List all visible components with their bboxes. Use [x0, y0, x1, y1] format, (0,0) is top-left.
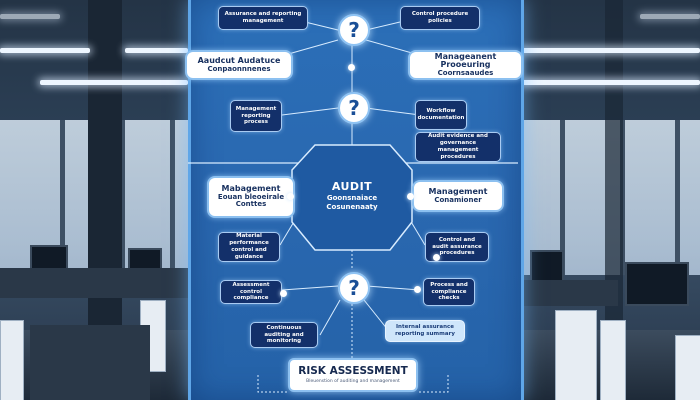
risk-assessment-title: RISK ASSESSMENT: [298, 365, 408, 377]
cabinet: [600, 320, 626, 400]
pill-line: Eouan bleoeirale: [217, 192, 285, 201]
question-node-bottom[interactable]: ?: [338, 272, 370, 304]
card-workflow-docs: Workflow documentation: [415, 100, 467, 130]
window-mullion: [170, 120, 175, 275]
card-audit-evidence: Audit evidence and governance management…: [415, 132, 501, 162]
ceiling-light: [0, 14, 60, 19]
card-assessment-control: Assessment control compliance: [220, 280, 282, 304]
connector-dot: [348, 64, 355, 71]
question-mark-icon: ?: [348, 18, 360, 42]
cabinet: [0, 320, 24, 400]
connector-dot: [280, 290, 287, 297]
card-performance-control: Material performance control and guidanc…: [218, 232, 280, 262]
window-mullion: [60, 120, 65, 275]
audit-hub[interactable]: AUDIT Goonsnaiace Cosunenaaty: [307, 180, 397, 211]
card-assurance: Assurance and reporting management: [218, 6, 308, 30]
question-mark-icon: ?: [348, 96, 360, 120]
risk-assessment-subtitle: Bleuenstion of auditing and management: [306, 379, 400, 384]
ceiling-light: [125, 48, 188, 53]
window-mullion: [560, 120, 565, 275]
question-node-top[interactable]: ?: [338, 14, 370, 46]
cabinet: [555, 310, 597, 400]
card-management-reporting: Management reporting process: [230, 100, 282, 132]
card-internal-summary: Internal assurance reporting summary: [385, 320, 465, 342]
pill-line: Manageanent Prooeuring: [434, 51, 497, 70]
ceiling-light: [520, 80, 700, 85]
pill-management-procedures[interactable]: Manageanent Prooeuring Coornsaaudes: [408, 50, 523, 80]
card-continuous-auditing: Continuous auditing and monitoring: [250, 322, 318, 348]
audit-hub-title: AUDIT: [331, 180, 373, 193]
audit-hub-subtitle: Goonsnaiace: [326, 194, 378, 202]
ceiling-light: [40, 80, 188, 85]
desk: [0, 268, 188, 298]
pill-line: Conpaonnnenes: [207, 64, 271, 73]
pill-line: Aaudcut Audatuce: [197, 56, 281, 66]
monitor: [625, 262, 689, 306]
pill-line: Mabagement: [221, 184, 281, 194]
cabinet: [675, 335, 700, 400]
pill-management-right[interactable]: Management Conamioner: [412, 180, 504, 212]
pill-line: Conamioner: [434, 195, 482, 204]
connector-dot: [414, 286, 421, 293]
card-compliance-checks: Process and compliance checks: [423, 278, 475, 306]
desk: [518, 280, 618, 306]
pill-audit-components[interactable]: Aaudcut Audatuce Conpaonnnenes: [185, 50, 293, 80]
risk-assessment-box[interactable]: RISK ASSESSMENT Bleuenstion of auditing …: [288, 358, 418, 392]
desk: [30, 325, 150, 400]
connector-dot: [433, 254, 440, 261]
ceiling-light: [0, 48, 90, 53]
connector-dot: [287, 193, 294, 200]
question-mark-icon: ?: [348, 276, 360, 300]
pill-line: Coornsaaudes: [437, 68, 494, 77]
question-node-middle[interactable]: ?: [338, 92, 370, 124]
card-control-policies: Control procedure policies: [400, 6, 480, 30]
window-mullion: [120, 120, 125, 275]
ceiling-light: [640, 14, 700, 19]
pill-management-left[interactable]: Mabagement Eouan bleoeirale Conttes: [207, 176, 295, 218]
pill-line: Management: [428, 187, 488, 197]
audit-hub-subtitle: Cosunenaaty: [326, 203, 378, 211]
pill-line: Conttes: [235, 200, 267, 209]
window-mullion: [675, 120, 680, 275]
ceiling-light: [520, 48, 700, 53]
connector-dot: [407, 193, 414, 200]
